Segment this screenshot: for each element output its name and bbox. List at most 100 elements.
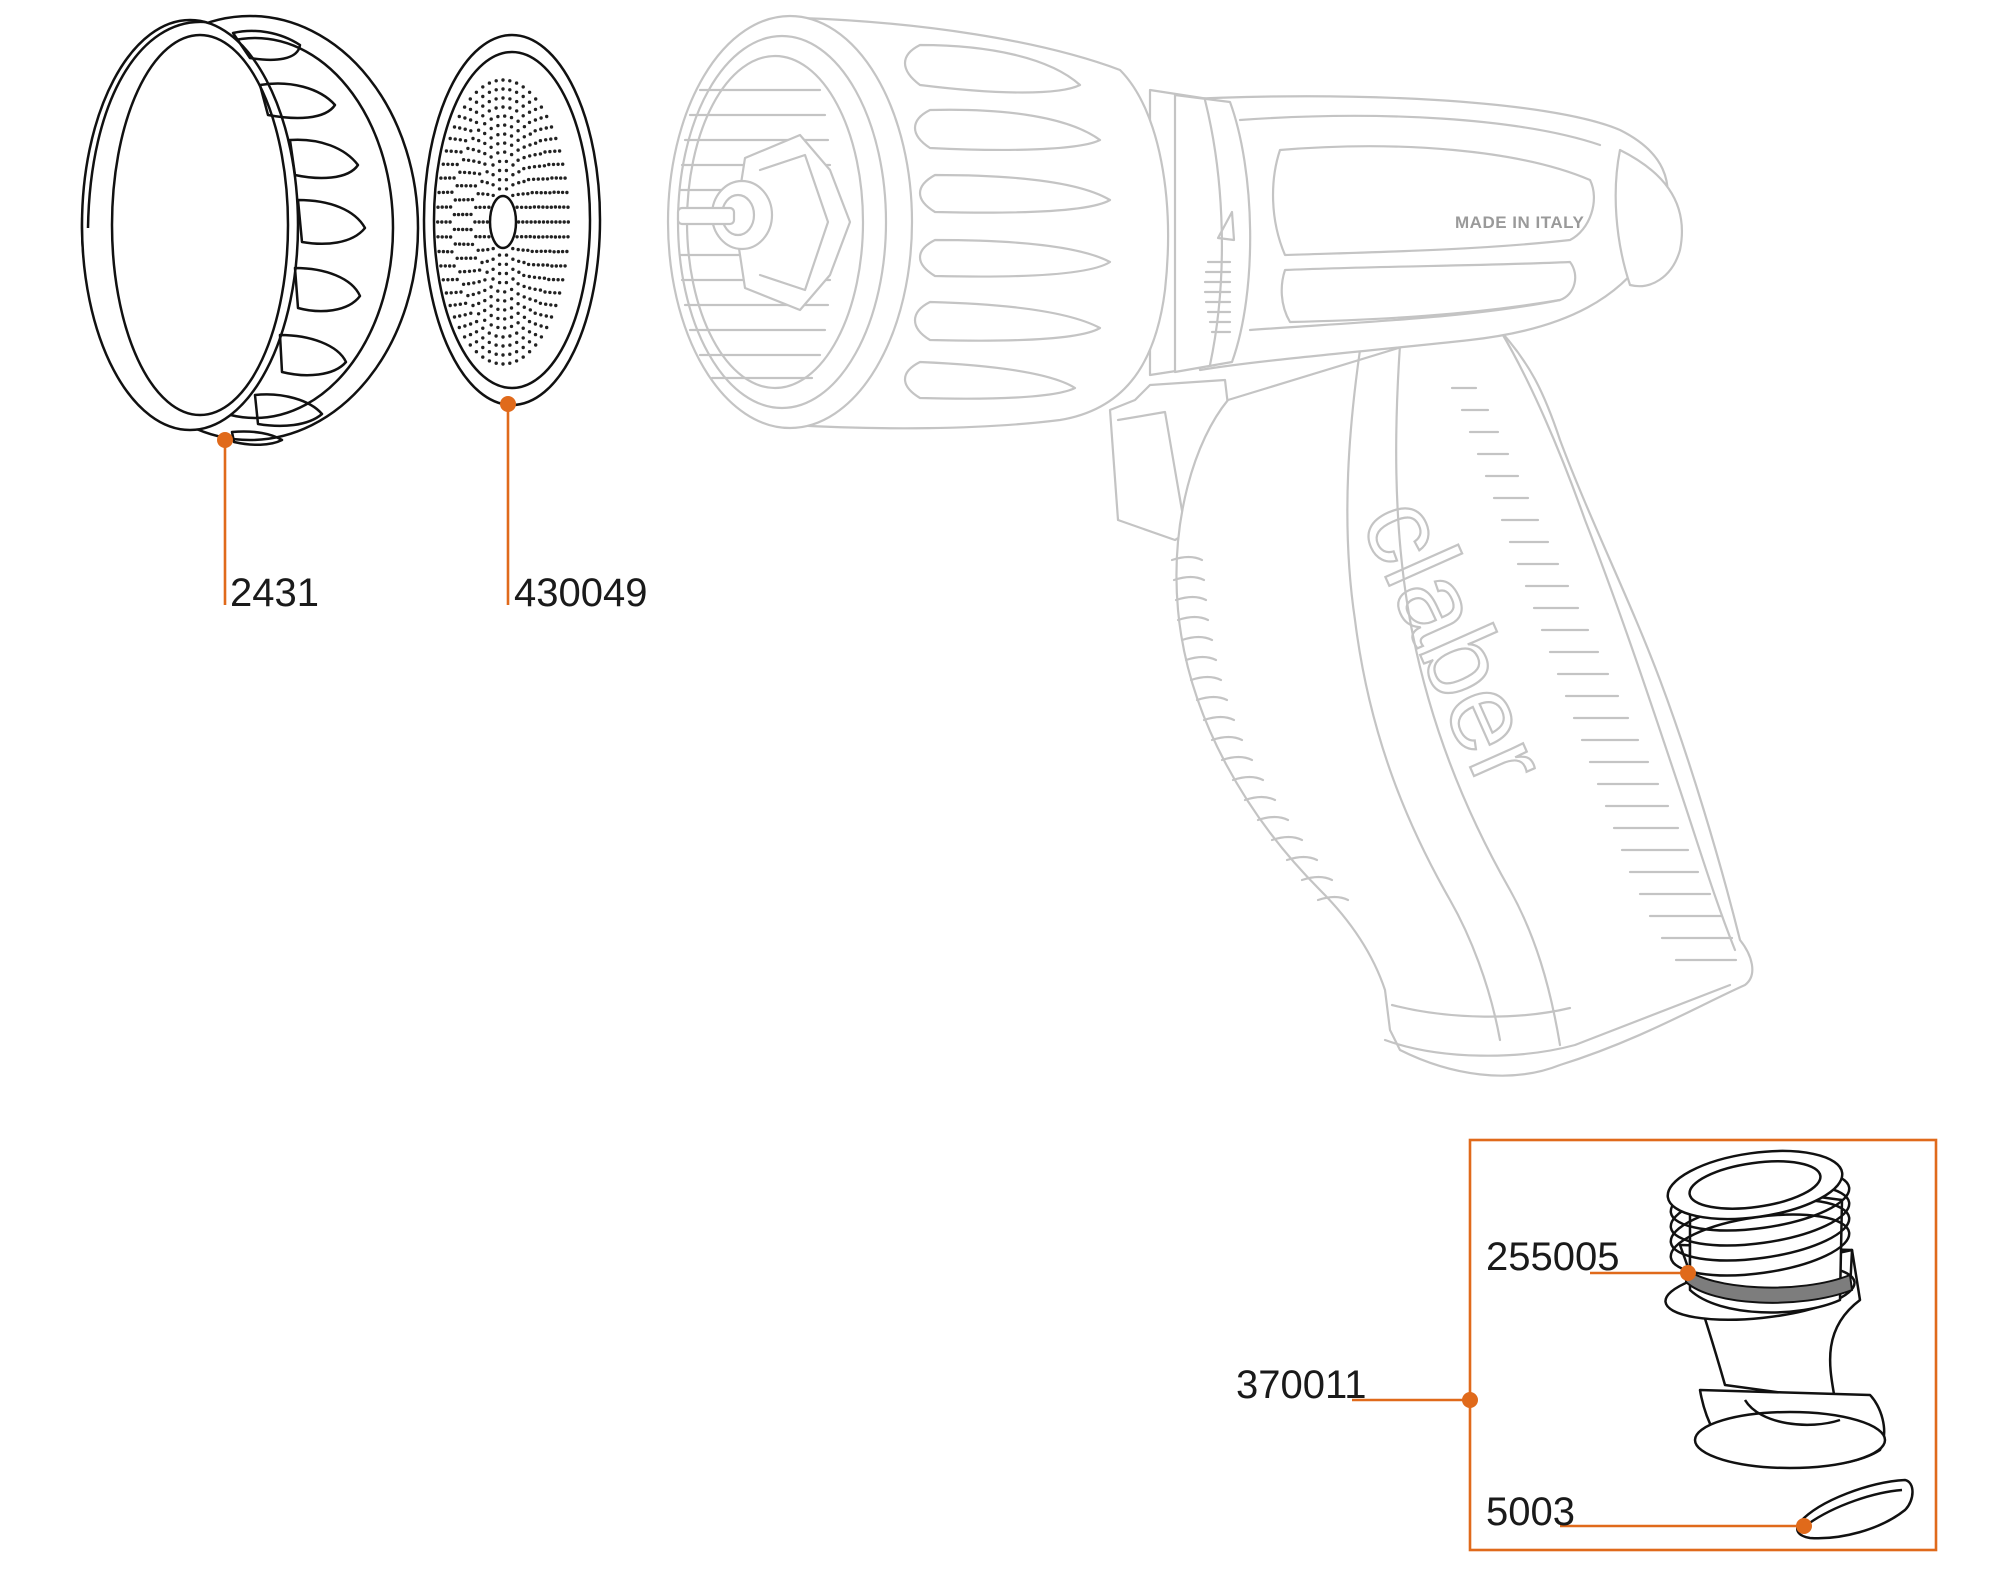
disc-hole [471, 303, 475, 308]
disc-hole [491, 277, 495, 281]
disc-hole [527, 274, 531, 279]
disc-hole [466, 282, 471, 286]
disc-hole [487, 340, 491, 345]
disc-hole [508, 97, 512, 101]
disc-hole [535, 190, 539, 195]
disc-hole [441, 278, 445, 282]
disc-hole [448, 220, 452, 224]
disc-hole [511, 267, 515, 271]
disc-hole [548, 249, 552, 253]
disc-hole [544, 126, 548, 130]
disc-hole [549, 303, 553, 307]
disc-hole [524, 235, 528, 239]
disc-hole [534, 97, 538, 101]
disc-hole [539, 324, 543, 328]
disc-hole [481, 355, 485, 359]
disc-hole [489, 323, 493, 327]
disc-hole [544, 138, 548, 142]
disc-hole [497, 280, 502, 285]
disc-hole [508, 343, 512, 347]
disc-hole [445, 190, 450, 194]
disc-hole [533, 141, 538, 145]
disc-hole [481, 104, 485, 108]
disc-hole [543, 290, 547, 294]
disc-hole [454, 149, 458, 154]
disc-hole [439, 176, 443, 180]
disc-hole [508, 88, 512, 92]
disc-hole [448, 176, 452, 180]
disc-hole [465, 212, 469, 217]
disc-hole [465, 227, 469, 232]
disc-hole [521, 326, 525, 330]
disc-hole [538, 152, 543, 156]
disc-hole [528, 205, 532, 210]
disc-hole [538, 301, 543, 305]
disc-hole [528, 132, 532, 136]
disc-hole [509, 143, 514, 147]
disc-hole [527, 340, 532, 344]
disc-hole [514, 359, 519, 363]
disc-hole [556, 278, 560, 282]
disc-hole [527, 90, 532, 95]
disc-hole [474, 350, 479, 354]
disc-hole [508, 79, 512, 83]
disc-hole [452, 227, 457, 232]
disc-hole [472, 281, 476, 285]
disc-hole [521, 355, 525, 359]
disc-hole [501, 87, 505, 91]
disc-hole [466, 158, 471, 162]
disc-hole [485, 170, 489, 174]
disc-hole [539, 191, 543, 195]
disc-hole [436, 220, 440, 224]
disc-hole [503, 123, 507, 127]
disc-hole [461, 282, 466, 286]
disc-hole [565, 249, 569, 254]
disc-hole [516, 119, 520, 123]
disc-hole [551, 162, 556, 167]
disc-hole [562, 220, 566, 224]
disc-hole [483, 288, 487, 293]
disc-hole [554, 136, 558, 141]
disc-hole [527, 350, 532, 354]
disc-hole [497, 168, 502, 173]
disc-hole [485, 270, 489, 274]
disc-hole [481, 326, 485, 330]
disc-hole [437, 190, 441, 195]
disc-hole [494, 106, 498, 110]
disc-hole [522, 135, 526, 139]
disc-hole [537, 220, 541, 224]
disc-hole [547, 162, 551, 167]
disc-hole [521, 114, 525, 118]
disc-hole [511, 277, 515, 281]
disc-hole [538, 139, 543, 143]
disc-hole [511, 173, 515, 177]
disc-hole [509, 315, 514, 319]
disc-hole [477, 172, 482, 176]
disc-hole [487, 359, 492, 363]
disc-hole [474, 330, 479, 334]
disc-hole [481, 336, 485, 340]
disc-hole [545, 177, 550, 181]
disc-hole [516, 192, 520, 197]
disc-hole [545, 235, 549, 239]
disc-hole [476, 192, 480, 196]
disc-hole [483, 131, 487, 136]
disc-hole [474, 205, 478, 210]
disc-hole [450, 277, 455, 282]
disc-hole [444, 205, 449, 209]
disc-hole [521, 220, 525, 224]
disc-hole [485, 259, 489, 263]
disc-hole [527, 120, 532, 125]
disc-hole [515, 99, 519, 104]
disc-hole [516, 129, 520, 133]
disc-hole [473, 220, 477, 224]
disc-hole [448, 235, 453, 239]
disc-hole [516, 247, 520, 252]
disc-hole [446, 278, 450, 282]
disc-hole [496, 289, 500, 293]
callout-430049: 430049 [500, 396, 647, 615]
disc-hole [441, 162, 445, 166]
disc-hole [468, 97, 472, 101]
disc-hole [541, 177, 545, 181]
disc-hole [466, 146, 470, 151]
